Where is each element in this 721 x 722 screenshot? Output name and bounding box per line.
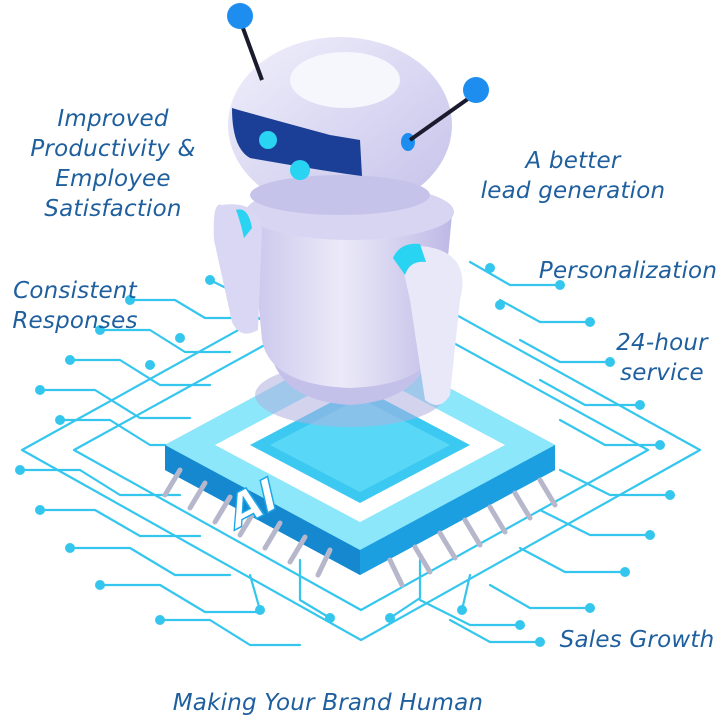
- benefit-lead-generation-line-1: A better: [525, 148, 621, 174]
- benefit-personalization: Personalization: [536, 256, 720, 286]
- benefit-making-brand-human: Making Your Brand Human: [160, 688, 496, 718]
- benefit-service-line-1: 24-hour: [616, 330, 708, 356]
- benefit-sales-growth: Sales Growth: [556, 625, 718, 655]
- robot: [213, 3, 489, 427]
- benefit-consistent-line-2: Responses: [12, 308, 138, 334]
- benefit-lead-generation: A better lead generation: [478, 146, 668, 206]
- benefit-lead-generation-line-2: lead generation: [480, 178, 666, 204]
- circuit-nodes: [15, 263, 675, 647]
- benefit-consistent-responses: Consistent Responses: [4, 276, 146, 336]
- benefit-consistent-line-1: Consistent: [13, 278, 137, 304]
- benefit-24-hour-service: 24-hour service: [606, 328, 718, 388]
- benefit-brand-line-1: Making Your Brand Human: [172, 690, 484, 716]
- benefit-productivity-line-3: Employee: [55, 166, 171, 192]
- benefit-productivity: Improved Productivity & Employee Satisfa…: [18, 104, 208, 224]
- benefit-sales-line-1: Sales Growth: [559, 627, 715, 653]
- benefit-productivity-line-1: Improved: [57, 106, 169, 132]
- benefit-service-line-2: service: [620, 360, 704, 386]
- benefit-productivity-line-2: Productivity &: [30, 136, 196, 162]
- benefit-productivity-line-4: Satisfaction: [44, 196, 182, 222]
- benefit-personalization-line-1: Personalization: [538, 258, 718, 284]
